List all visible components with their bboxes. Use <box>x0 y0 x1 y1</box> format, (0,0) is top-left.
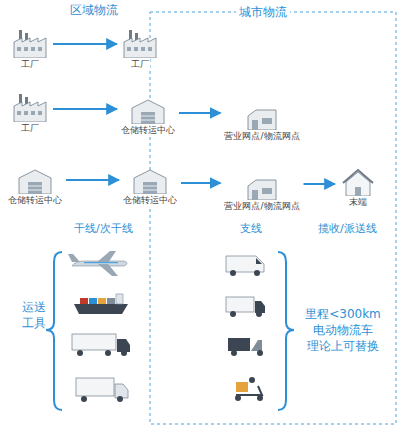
node-label: 工厂 <box>130 59 150 70</box>
building-node: 末端 <box>338 166 378 208</box>
text-label: 城市物流 <box>236 5 290 19</box>
house-icon <box>338 166 378 196</box>
brace <box>278 252 294 410</box>
text-label: 干线/次干线 <box>74 222 133 235</box>
building-node: 工厂 <box>120 28 160 70</box>
text-label: 里程<300km 电动物流车 理论上可替换 <box>304 306 382 355</box>
node-label: 工厂 <box>20 59 40 70</box>
building-node: 营业网点/物流网点 <box>223 100 300 142</box>
flow-arrow <box>53 108 117 110</box>
building-node: 营业网点/物流网点 <box>223 170 300 212</box>
warehouse-icon <box>128 94 168 124</box>
airplane <box>68 251 127 276</box>
building-node: 工厂 <box>10 28 50 70</box>
building-node: 仓储转运中心 <box>122 164 178 206</box>
building-node: 工厂 <box>10 92 50 134</box>
building-node: 仓储转运中心 <box>120 94 176 136</box>
factory-icon <box>120 28 160 58</box>
store-icon <box>242 100 282 130</box>
light-truck <box>226 297 265 317</box>
flow-arrow <box>53 43 117 45</box>
warehouse-icon <box>130 164 170 194</box>
semi-truck <box>72 334 130 356</box>
scooter <box>235 377 263 401</box>
node-label: 末端 <box>348 197 368 208</box>
factory-icon <box>10 28 50 58</box>
flow-arrow <box>181 182 220 184</box>
node-label: 仓储转运中心 <box>7 195 63 206</box>
node-label: 营业网点/物流网点 <box>223 131 300 142</box>
text-label: 支线 <box>240 222 262 235</box>
city-region <box>150 12 396 424</box>
flow-arrow <box>66 179 119 181</box>
ship <box>74 294 128 314</box>
tricycle <box>228 338 263 356</box>
store-icon <box>242 170 282 200</box>
text-label: 运送工具 <box>22 300 46 331</box>
node-label: 仓储转运中心 <box>120 125 176 136</box>
van <box>226 256 264 276</box>
node-label: 营业网点/物流网点 <box>223 201 300 212</box>
factory-icon <box>10 92 50 122</box>
flow-arrow <box>179 112 220 114</box>
building-node: 仓储转运中心 <box>7 164 63 206</box>
flow-arrow <box>304 183 335 185</box>
node-label: 仓储转运中心 <box>122 195 178 206</box>
text-label: 揽收/派送线 <box>318 222 377 235</box>
box-truck <box>76 378 128 402</box>
text-label: 区域物流 <box>70 3 118 17</box>
node-label: 工厂 <box>20 123 40 134</box>
warehouse-icon <box>15 164 55 194</box>
brace <box>46 252 62 410</box>
